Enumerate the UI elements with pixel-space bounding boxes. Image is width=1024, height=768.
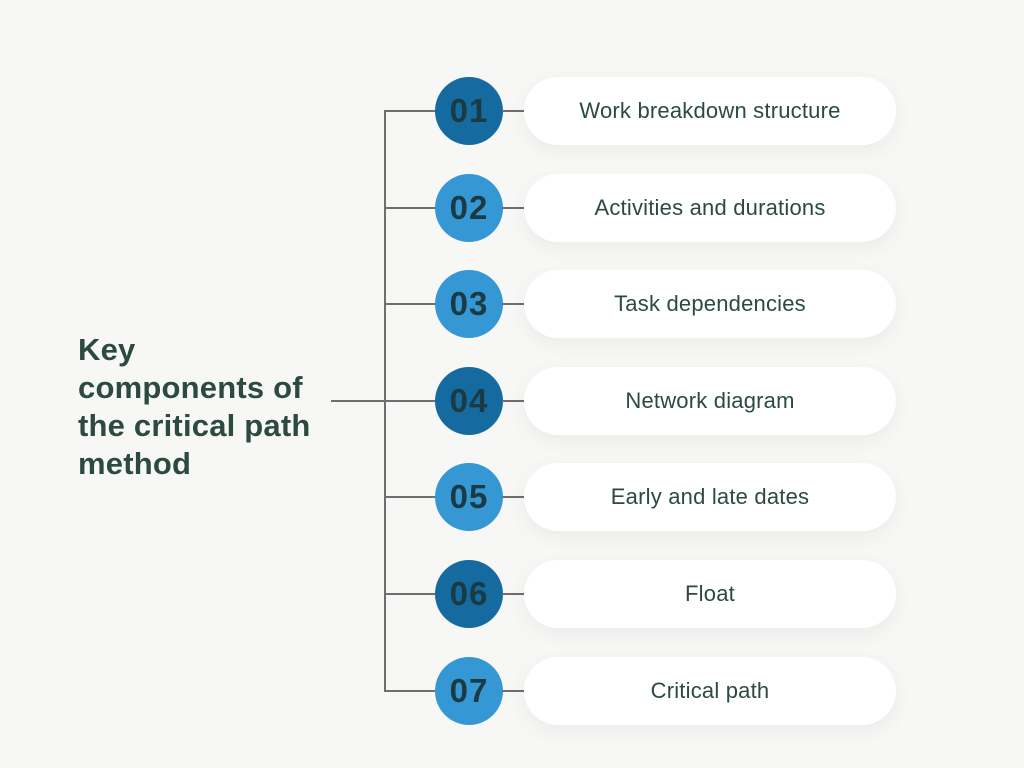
component-row-5: 05 Early and late dates (0, 463, 1024, 531)
step-circle-6: 06 (435, 560, 503, 628)
title-line: Key (78, 332, 136, 367)
component-label: Float (685, 581, 735, 606)
connector-branch-line (384, 496, 436, 498)
title-line: components of (78, 370, 303, 405)
connector-branch-line (384, 593, 436, 595)
connector-branch-line (384, 207, 436, 209)
connector-branch-line (384, 110, 436, 112)
step-circle-3: 03 (435, 270, 503, 338)
connector-stub-line (502, 400, 526, 402)
connector-branch-line (384, 303, 436, 305)
component-label: Task dependencies (614, 291, 806, 316)
component-pill-4: Network diagram (524, 367, 896, 435)
component-pill-1: Work breakdown structure (524, 77, 896, 145)
step-number: 01 (449, 92, 489, 129)
step-circle-7: 07 (435, 657, 503, 725)
component-row-1: 01 Work breakdown structure (0, 77, 1024, 145)
component-label: Early and late dates (610, 484, 810, 509)
title-line: method (78, 446, 192, 481)
step-number: 04 (449, 382, 489, 419)
component-row-4: 04 Network diagram (0, 367, 1024, 435)
component-label: Critical path (650, 678, 770, 703)
component-pill-6: Float (524, 560, 896, 628)
connector-stub-line (502, 496, 526, 498)
component-label: Activities and durations (594, 195, 826, 220)
step-number: 06 (449, 575, 489, 612)
component-pill-2: Activities and durations (524, 174, 896, 242)
step-circle-4: 04 (435, 367, 503, 435)
component-row-6: 06 Float (0, 560, 1024, 628)
component-row-7: 07 Critical path (0, 657, 1024, 725)
step-circle-1: 01 (435, 77, 503, 145)
step-number: 03 (449, 285, 489, 322)
connector-stub-line (502, 593, 526, 595)
title-connector-line (331, 400, 436, 402)
page-title: Key components of the critical path meth… (78, 331, 311, 483)
step-circle-5: 05 (435, 463, 503, 531)
connector-stub-line (502, 110, 526, 112)
component-pill-3: Task dependencies (524, 270, 896, 338)
component-row-3: 03 Task dependencies (0, 270, 1024, 338)
connector-stub-line (502, 303, 526, 305)
step-number: 05 (449, 478, 489, 515)
component-label: Network diagram (625, 388, 795, 413)
step-number: 07 (449, 672, 489, 709)
component-pill-5: Early and late dates (524, 463, 896, 531)
title-line: the critical path (78, 408, 311, 443)
step-circle-2: 02 (435, 174, 503, 242)
connector-branch-line (384, 690, 436, 692)
connector-stub-line (502, 207, 526, 209)
component-pill-7: Critical path (524, 657, 896, 725)
connector-stub-line (502, 690, 526, 692)
component-label: Work breakdown structure (579, 98, 841, 123)
component-row-2: 02 Activities and durations (0, 174, 1024, 242)
step-number: 02 (449, 189, 489, 226)
